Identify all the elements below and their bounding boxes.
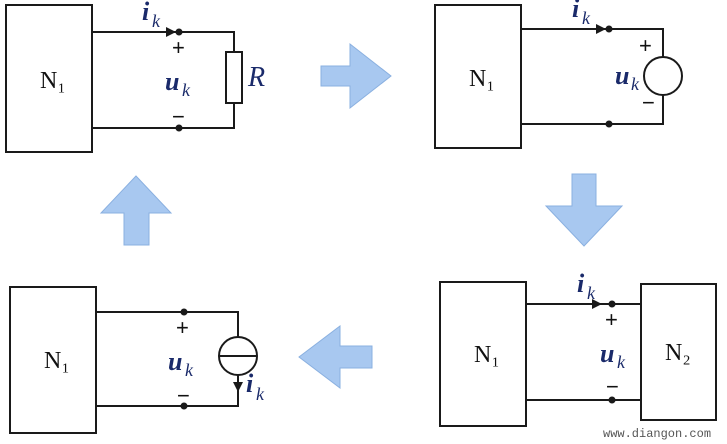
voltage-subscript: k bbox=[617, 352, 626, 372]
current-arrowhead bbox=[233, 382, 243, 392]
current-arrowhead bbox=[166, 27, 176, 37]
voltage-symbol: u bbox=[615, 61, 629, 90]
top-wire bbox=[96, 311, 239, 337]
arrow-right-icon bbox=[320, 42, 392, 110]
watermark-text: www.diangon.com bbox=[603, 427, 711, 441]
plus-sign: + bbox=[172, 35, 185, 60]
bottom-node bbox=[605, 120, 613, 128]
plus-sign: + bbox=[605, 307, 618, 332]
panel-resistor-circuit: N₁ i k + u k − R bbox=[5, 0, 265, 153]
bottom-wire bbox=[92, 103, 235, 129]
panel-voltage-source-circuit: N₁ i k + u k − bbox=[434, 0, 683, 149]
bottom-node bbox=[180, 402, 188, 410]
network-block-n1 bbox=[434, 4, 522, 149]
current-symbol: i bbox=[572, 0, 580, 23]
bottom-wire bbox=[96, 375, 239, 407]
bottom-wire bbox=[521, 95, 664, 125]
network-label: N₁ bbox=[44, 348, 70, 374]
network-block-n1 bbox=[439, 281, 527, 427]
current-subscript: k bbox=[152, 11, 161, 31]
voltage-subscript: k bbox=[182, 80, 191, 100]
network-label: N₁ bbox=[474, 342, 500, 368]
voltage-symbol: u bbox=[168, 347, 182, 376]
network-label: N₁ bbox=[40, 68, 66, 94]
voltage-subscript: k bbox=[631, 74, 640, 94]
network-label: N₁ bbox=[469, 66, 495, 92]
resistor-symbol bbox=[225, 51, 243, 104]
resistor-label: R bbox=[247, 62, 265, 93]
top-wire bbox=[521, 28, 664, 57]
top-node bbox=[608, 300, 616, 308]
current-subscript: k bbox=[582, 8, 591, 28]
network-block-n1 bbox=[9, 286, 97, 434]
arrow-left-icon bbox=[298, 324, 373, 390]
network-block-n1 bbox=[5, 4, 93, 153]
network-block-n2 bbox=[640, 283, 717, 421]
voltage-subscript: k bbox=[185, 360, 194, 380]
current-arrowhead bbox=[592, 299, 602, 309]
bottom-node bbox=[608, 396, 616, 404]
current-subscript: k bbox=[587, 283, 596, 303]
current-symbol: i bbox=[246, 369, 254, 398]
top-node bbox=[175, 28, 183, 36]
plus-sign: + bbox=[639, 33, 652, 58]
minus-sign: − bbox=[172, 104, 185, 129]
bottom-node bbox=[175, 124, 183, 132]
current-symbol: i bbox=[142, 0, 150, 26]
minus-sign: − bbox=[642, 90, 655, 115]
minus-sign: − bbox=[606, 374, 619, 399]
top-node bbox=[180, 308, 188, 316]
voltage-symbol: u bbox=[165, 67, 179, 96]
current-symbol: i bbox=[577, 269, 585, 298]
panel-two-network-circuit: N₁ N₂ i k + u k − bbox=[439, 269, 717, 427]
minus-sign: − bbox=[177, 383, 190, 408]
plus-sign: + bbox=[176, 315, 189, 340]
current-arrowhead bbox=[596, 24, 606, 34]
arrow-up-icon bbox=[99, 175, 173, 246]
network-label-n2: N₂ bbox=[665, 340, 691, 366]
voltage-source-symbol bbox=[643, 56, 683, 96]
top-wire bbox=[92, 31, 235, 52]
arrow-down-icon bbox=[544, 173, 624, 247]
top-node bbox=[605, 25, 613, 33]
panel-current-source-circuit: N₁ + u k − i k bbox=[9, 286, 265, 434]
voltage-symbol: u bbox=[600, 339, 614, 368]
current-subscript: k bbox=[256, 384, 265, 404]
